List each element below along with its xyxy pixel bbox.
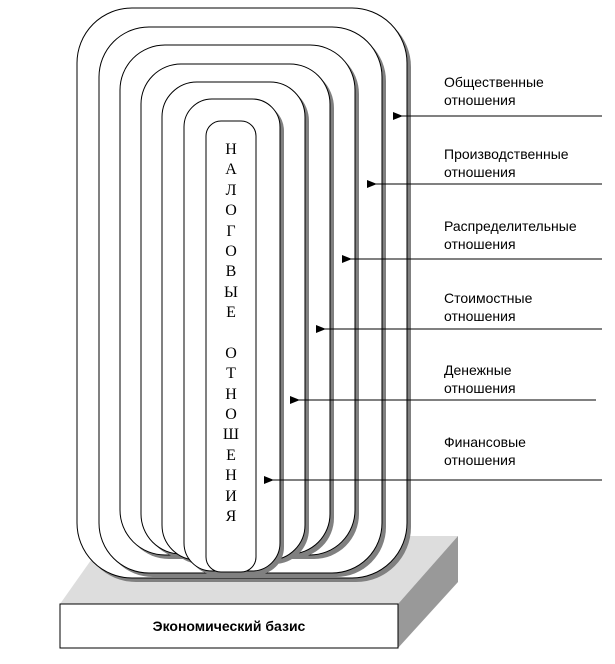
label-line: Денежные	[444, 362, 512, 378]
arrows	[264, 112, 602, 484]
label-line: отношения	[444, 92, 516, 108]
economic-base-label: Экономический базис	[152, 618, 306, 634]
vertical-letter: Н	[225, 141, 237, 158]
layer-tax	[205, 120, 257, 573]
nested-layers	[76, 7, 411, 582]
label-social-relations: Общественные отношения	[444, 73, 544, 109]
vertical-letter: Е	[226, 446, 236, 464]
label-line: отношения	[444, 380, 516, 396]
label-value-relations: Стоимостные отношения	[444, 289, 532, 325]
label-distribution-relations: Распределительные отношения	[444, 217, 577, 253]
vertical-letter: Г	[226, 222, 236, 240]
vertical-letter: О	[225, 202, 237, 220]
label-production-relations: Производственные отношения	[444, 145, 569, 181]
label-line: Общественные	[444, 74, 544, 90]
label-line: отношения	[444, 236, 516, 252]
vertical-letter: Я	[225, 508, 237, 526]
label-line: Распределительные	[444, 218, 577, 234]
label-line: отношения	[444, 452, 516, 468]
vertical-letter: Ш	[222, 426, 240, 444]
label-line: отношения	[444, 164, 516, 180]
label-line: Финансовые	[444, 434, 526, 450]
vertical-letter: О	[225, 242, 237, 260]
vertical-letter: Л	[225, 181, 237, 199]
vertical-letter: О	[225, 344, 237, 362]
vertical-letter: Н	[225, 467, 237, 485]
vertical-letter: Н	[225, 385, 237, 403]
label-monetary-relations: Денежные отношения	[444, 361, 516, 397]
vertical-letter: И	[225, 487, 237, 505]
vertical-letter: О	[225, 406, 237, 424]
label-line: Стоимостные	[444, 290, 533, 306]
label-financial-relations: Финансовые отношения	[444, 433, 526, 469]
base-front-face	[59, 603, 399, 649]
vertical-letter: Е	[226, 304, 236, 322]
vertical-letter: В	[225, 263, 237, 281]
label-line: отношения	[444, 308, 516, 324]
vertical-letter: А	[225, 161, 237, 179]
vertical-letter: Ы	[224, 283, 238, 301]
vertical-letter: Т	[226, 365, 236, 383]
base-side-face	[398, 536, 458, 648]
label-line: Производственные	[444, 146, 569, 162]
